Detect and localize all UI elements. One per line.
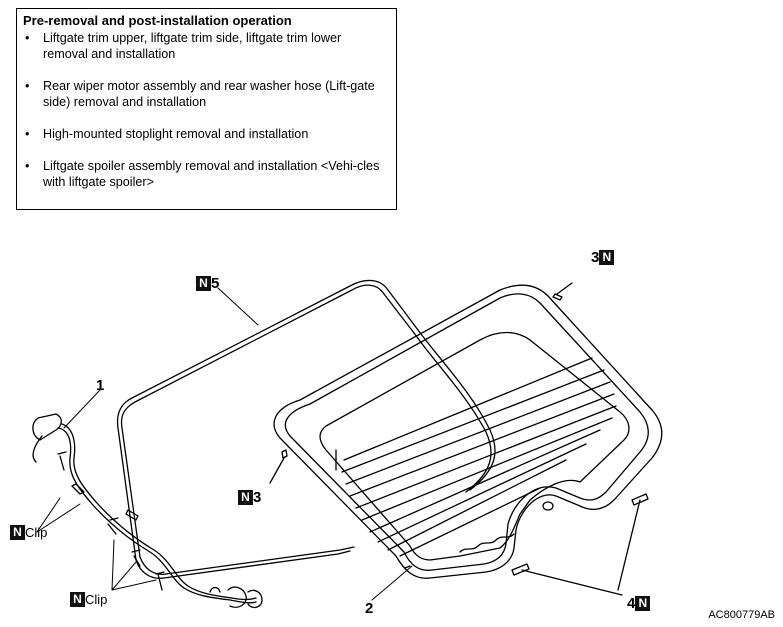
note-list: Liftgate trim upper, liftgate trim side,… — [23, 30, 388, 190]
callout-2-number: 2 — [365, 600, 374, 617]
callout-3-number: 3 — [591, 249, 600, 266]
molding-overlap — [417, 329, 496, 491]
new-part-mark: N — [599, 250, 615, 265]
figure-code: AC800779AB — [708, 609, 775, 621]
clip-label: Clip — [85, 592, 108, 607]
note-item: Liftgate trim upper, liftgate trim side,… — [23, 30, 388, 62]
molding-overlap-inner — [413, 332, 492, 493]
new-part-mark: N — [70, 592, 85, 607]
note-title: Pre-removal and post-installation operat… — [23, 13, 292, 28]
callout-1: 1 — [96, 378, 104, 394]
liftgate-glass — [273, 284, 663, 579]
molding-weatherstrip — [116, 279, 419, 579]
new-part-mark: N — [238, 490, 253, 505]
callout-4-number: 4 — [627, 595, 636, 612]
new-part-mark: N — [10, 525, 25, 540]
pre-removal-note-box: Pre-removal and post-installation operat… — [16, 8, 397, 210]
note-item: High-mounted stoplight removal and insta… — [23, 126, 388, 142]
leader-lines — [36, 287, 413, 601]
new-part-mark: N — [635, 596, 651, 611]
callout-2: 2 — [365, 601, 373, 617]
note-item: Rear wiper motor assembly and rear washe… — [23, 78, 388, 110]
callout-5-number: 5 — [211, 275, 220, 292]
spacer-left — [269, 449, 288, 484]
callout-3-number: 3 — [253, 489, 262, 506]
glass-pads — [511, 493, 649, 596]
washer-hose — [32, 413, 263, 609]
clip-label: Clip — [25, 525, 48, 540]
spacer-top — [552, 282, 573, 301]
callout-1-number: 1 — [96, 377, 105, 394]
note-item: Liftgate spoiler assembly removal and in… — [23, 158, 388, 190]
new-part-mark: N — [196, 276, 211, 291]
